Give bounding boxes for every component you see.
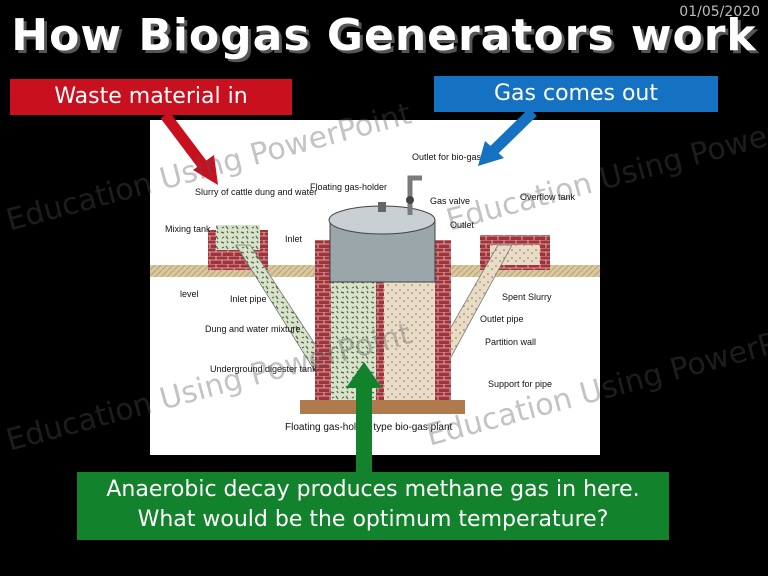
spent-slurry-chamber	[384, 280, 435, 400]
label-mixing-tank: Mixing tank	[165, 224, 211, 234]
callout-line2: What would be the optimum temperature?	[137, 507, 609, 532]
blue-arrow	[488, 108, 537, 156]
label-inlet-pipe: Inlet pipe	[230, 294, 267, 304]
waste-in-label: Waste material in	[10, 79, 292, 115]
biogas-diagram: Outlet for bio-gas Floating gas-holder S…	[150, 120, 600, 455]
label-outlet: Outlet	[450, 220, 475, 230]
red-arrow	[160, 111, 210, 172]
callout-line1: Anaerobic decay produces methane gas in …	[106, 477, 640, 502]
anaerobic-callout: Anaerobic decay produces methane gas in …	[77, 472, 669, 540]
gas-out-label: Gas comes out	[434, 76, 718, 112]
label-digester-tank: Underground digester tank	[210, 364, 317, 374]
label-partition-wall: Partition wall	[485, 337, 536, 347]
partition-wall	[376, 275, 384, 400]
slide-date: 01/05/2020	[679, 4, 760, 20]
digester-base	[300, 400, 465, 414]
label-inlet: Inlet	[285, 234, 303, 244]
label-overflow-tank: Overflow tank	[520, 192, 576, 202]
gas-valve	[406, 196, 414, 204]
label-outlet-pipe: Outlet pipe	[480, 314, 524, 324]
label-gas-valve: Gas valve	[430, 196, 470, 206]
label-level: level	[180, 289, 199, 299]
label-dung-water: Dung and water mixture	[205, 324, 301, 334]
digester-left-wall	[315, 240, 331, 400]
label-support-pipe: Support for pipe	[488, 379, 552, 389]
digester-right-wall	[435, 240, 451, 400]
label-outlet-biogas: Outlet for bio-gas	[412, 152, 482, 162]
label-floating-holder: Floating gas-holder	[310, 182, 387, 192]
label-spent-slurry: Spent Slurry	[502, 292, 552, 302]
label-slurry: Slurry of cattle dung and water	[195, 187, 317, 197]
slide-title: How Biogas Generators work	[11, 10, 757, 61]
